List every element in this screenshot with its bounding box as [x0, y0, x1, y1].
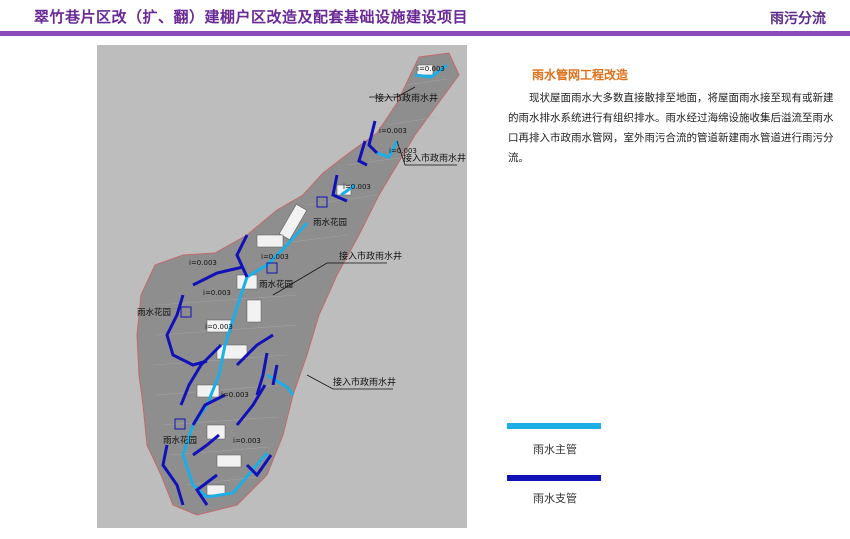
slope-label: i=0.003 — [203, 289, 231, 297]
title-rest: 改（扩、翻）建棚户区改造及配套基础设施建设项目 — [111, 8, 469, 26]
rain-garden-label: 雨水花园 — [313, 217, 347, 228]
branch-pipes — [161, 120, 379, 506]
slope-label: i=0.003 — [343, 183, 371, 191]
callout-label: 接入市政雨水井 — [333, 376, 396, 388]
callout-label: 接入市政雨水井 — [375, 92, 438, 104]
description-paragraph: 现状屋面雨水大多数直接散排至地面，将屋面雨水接至现有或新建的雨水排水系统进行有组… — [508, 92, 834, 164]
slope-label: i=0.003 — [205, 323, 233, 331]
legend-main-pipe-swatch — [507, 423, 601, 429]
slope-label: i=0.003 — [261, 253, 289, 261]
legend-branch-pipe-swatch — [507, 475, 601, 481]
slope-label: i=0.003 — [221, 391, 249, 399]
slope-label: i=0.003 — [189, 259, 217, 267]
rain-garden-markers — [174, 196, 328, 430]
rain-garden-label: 雨水花园 — [163, 435, 197, 446]
callout-label: 接入市政雨水井 — [339, 250, 402, 262]
section-title: 雨污分流 — [770, 11, 826, 27]
title-bold: 翠竹巷片区 — [34, 8, 112, 26]
slope-label: i=0.003 — [233, 437, 261, 445]
rain-garden-label: 雨水花园 — [137, 307, 171, 318]
slope-label: i=0.003 — [389, 147, 417, 155]
header: 翠竹巷片区改（扩、翻）建棚户区改造及配套基础设施建设项目 雨污分流 — [0, 0, 850, 36]
rain-garden-label: 雨水花园 — [259, 279, 293, 290]
legend-main-pipe-label: 雨水主管 — [533, 443, 577, 456]
slope-label: i=0.003 — [417, 65, 445, 73]
section-heading: 雨水管网工程改造 — [532, 68, 629, 82]
header-divider — [0, 31, 850, 36]
callout-label: 接入市政雨水井 — [403, 152, 466, 164]
slope-label: i=0.003 — [379, 127, 407, 135]
site-plan-map: 接入市政雨水井 接入市政雨水井 接入市政雨水井 接入市政雨水井 雨水花园 雨水花… — [97, 45, 467, 528]
callout-lines — [272, 86, 457, 390]
site-plan-svg: 接入市政雨水井 接入市政雨水井 接入市政雨水井 接入市政雨水井 雨水花园 雨水花… — [136, 52, 466, 516]
legend-branch-pipe-label: 雨水支管 — [533, 492, 577, 505]
project-title: 翠竹巷片区改（扩、翻）建棚户区改造及配套基础设施建设项目 — [34, 6, 468, 27]
